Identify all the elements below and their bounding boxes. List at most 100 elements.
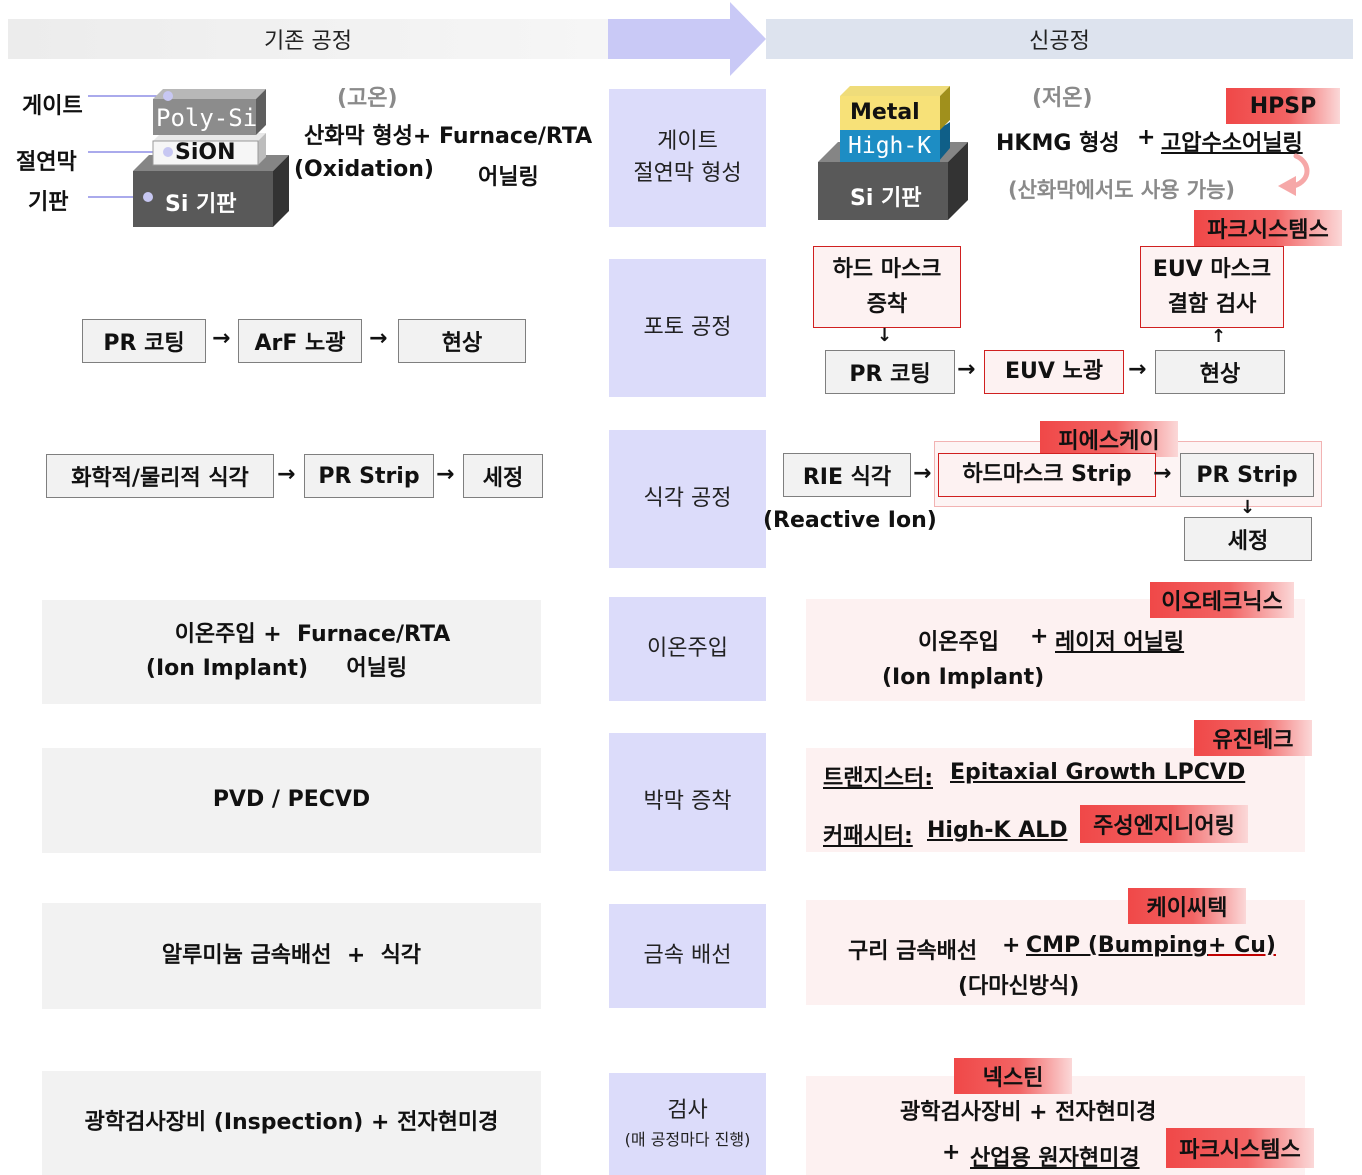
down-arrow-icon: ↓ <box>1240 497 1256 518</box>
arrow-icon: → <box>913 461 932 486</box>
old-gate-line2b: 어닐링 <box>478 165 539 190</box>
stage-film-label: 박막 증착 <box>643 789 732 815</box>
new-etch-rie-sub: (Reactive Ion) <box>763 508 937 533</box>
stage-photo: 포토 공정 <box>609 259 766 397</box>
new-inspect-plus: + <box>942 1140 961 1165</box>
layer-high-k: High-K <box>848 133 932 159</box>
old-ion-box: 이온주입 + Furnace/RTA (Ion Implant) 어닐링 <box>42 600 541 704</box>
new-ion-sub: (Ion Implant) <box>882 665 1045 690</box>
new-etch-pr-strip: PR Strip <box>1180 453 1314 497</box>
layer-sion: SiON <box>175 140 236 165</box>
stage-photo-label: 포토 공정 <box>643 315 732 341</box>
new-film-cap-value: High-K ALD <box>927 818 1068 843</box>
old-photo-develop: 현상 <box>398 319 526 363</box>
company-tag-park-photo: 파크시스템스 <box>1194 210 1342 246</box>
stage-gate-label: 게이트 절연막 형성 <box>633 129 742 186</box>
new-photo-pr-coating: PR 코팅 <box>825 350 955 394</box>
new-film-cap-label: 커패시터: <box>823 824 913 849</box>
old-process-header: 기존 공정 <box>8 19 608 59</box>
arrow-icon: → <box>212 326 231 351</box>
layer-metal: Metal <box>850 100 920 125</box>
new-process-header-label: 신공정 <box>1029 29 1090 54</box>
stage-metal: 금속 배선 <box>609 904 766 1008</box>
old-etch-pr-strip: PR Strip <box>304 454 434 498</box>
new-ion-plus: + <box>1030 624 1049 649</box>
new-etch-hardmask-strip: 하드마스크 Strip <box>938 453 1156 497</box>
arrow-icon: → <box>1153 461 1172 486</box>
new-film-tr-value: Epitaxial Growth LPCVD <box>950 760 1246 785</box>
company-tag-eo: 이오테크닉스 <box>1150 582 1294 618</box>
stage-ion-label: 이온주입 <box>647 636 728 662</box>
new-photo-hard-mask: 하드 마스크 증착 <box>813 246 961 328</box>
old-gate-line2a: (Oxidation) <box>294 157 434 182</box>
old-metal-box: 알루미늄 금속배선 + 식각 <box>42 903 541 1009</box>
stage-gate: 게이트 절연막 형성 <box>609 89 766 227</box>
old-gate-temp: (고온) <box>337 86 398 111</box>
new-gate-temp: (저온) <box>1032 86 1093 111</box>
new-photo-hard-mask-label: 하드 마스크 증착 <box>832 256 942 317</box>
stage-inspect-note: (매 공정마다 진행) <box>624 1130 751 1150</box>
stage-film: 박막 증착 <box>609 733 766 871</box>
stage-etch-label: 식각 공정 <box>643 486 732 512</box>
stage-etch: 식각 공정 <box>609 430 766 568</box>
company-tag-eugene: 유진테크 <box>1194 720 1312 756</box>
new-gate-anneal: 고압수소어닐링 <box>1161 131 1303 156</box>
up-arrow-icon: ↑ <box>1211 326 1227 347</box>
new-photo-euv-inspection: EUV 마스크 결함 검사 <box>1140 246 1284 328</box>
old-ion-line1: 이온주입 + Furnace/RTA <box>174 621 451 647</box>
new-photo-develop: 현상 <box>1155 350 1285 394</box>
new-metal-cmp: CMP (Bumping <box>1026 933 1208 958</box>
stage-metal-label: 금속 배선 <box>643 943 732 969</box>
label-substrate: 기판 <box>28 190 69 215</box>
old-film-label: PVD / PECVD <box>212 787 371 813</box>
new-ion-main: 이온주입 <box>918 630 999 655</box>
arrow-icon: → <box>957 357 976 382</box>
old-gate-stack-diagram <box>88 89 289 227</box>
label-gate: 게이트 <box>22 94 83 119</box>
new-metal-cu: + Cu) <box>1208 933 1276 958</box>
new-process-header: 신공정 <box>766 19 1353 59</box>
arrow-icon: → <box>1128 357 1147 382</box>
new-photo-euv-exposure: EUV 노광 <box>984 350 1124 394</box>
new-metal-main: 구리 금속배선 <box>848 939 978 964</box>
arrow-icon: → <box>436 462 455 487</box>
new-etch-rie: RIE 식각 <box>783 453 911 497</box>
layer-poly-si: Poly-Si <box>156 104 258 132</box>
curved-arrow-icon <box>1278 153 1310 196</box>
company-tag-kctech: 케이씨텍 <box>1128 888 1246 924</box>
old-metal-label: 알루미늄 금속배선 + 식각 <box>161 942 422 968</box>
company-tag-jusung: 주성엔지니어링 <box>1080 805 1248 843</box>
old-process-header-label: 기존 공정 <box>264 29 352 54</box>
new-inspect-main: 광학검사장비 + 전자현미경 <box>900 1100 1157 1125</box>
company-tag-hpsp: HPSP <box>1226 88 1340 124</box>
new-metal-sub: (다마신방식) <box>958 974 1080 999</box>
company-tag-pse: 피에스케이 <box>1040 421 1178 457</box>
layer-si-substrate-new: Si 기판 <box>850 186 922 211</box>
old-photo-pr-coating: PR 코팅 <box>82 319 206 363</box>
label-insulator: 절연막 <box>16 150 77 175</box>
old-etch-clean: 세정 <box>463 454 543 498</box>
old-photo-arf: ArF 노광 <box>238 319 362 363</box>
new-film-tr-label: 트랜지스터: <box>823 766 933 791</box>
layer-si-substrate-old: Si 기판 <box>165 192 237 217</box>
new-gate-stack-diagram <box>818 86 968 220</box>
new-metal-plus: + <box>1002 933 1021 958</box>
new-ion-laser: 레이저 어닐링 <box>1055 630 1185 655</box>
header-arrow <box>608 2 766 76</box>
old-film-box: PVD / PECVD <box>42 748 541 853</box>
company-tag-nextin: 넥스틴 <box>954 1058 1072 1094</box>
old-etch-chemical: 화학적/물리적 식각 <box>46 454 274 498</box>
new-gate-plus: + <box>1137 125 1156 150</box>
old-ion-line2: (Ion Implant) 어닐링 <box>145 656 408 681</box>
new-gate-note: (산화막에서도 사용 가능) <box>1008 178 1236 202</box>
old-inspect-label: 광학검사장비 (Inspection) + 전자현미경 <box>84 1109 499 1135</box>
stage-ion: 이온주입 <box>609 597 766 701</box>
stage-inspect: 검사 (매 공정마다 진행) <box>609 1073 766 1175</box>
stage-inspect-label: 검사 <box>667 1098 708 1124</box>
arrow-icon: → <box>277 462 296 487</box>
down-arrow-icon: ↓ <box>877 325 893 346</box>
new-inspect-afm: 산업용 원자현미경 <box>970 1146 1140 1171</box>
new-etch-clean: 세정 <box>1184 517 1312 561</box>
company-tag-park-inspect: 파크시스템스 <box>1166 1128 1314 1168</box>
old-gate-line1: 산화막 형성+ Furnace/RTA <box>304 124 593 149</box>
